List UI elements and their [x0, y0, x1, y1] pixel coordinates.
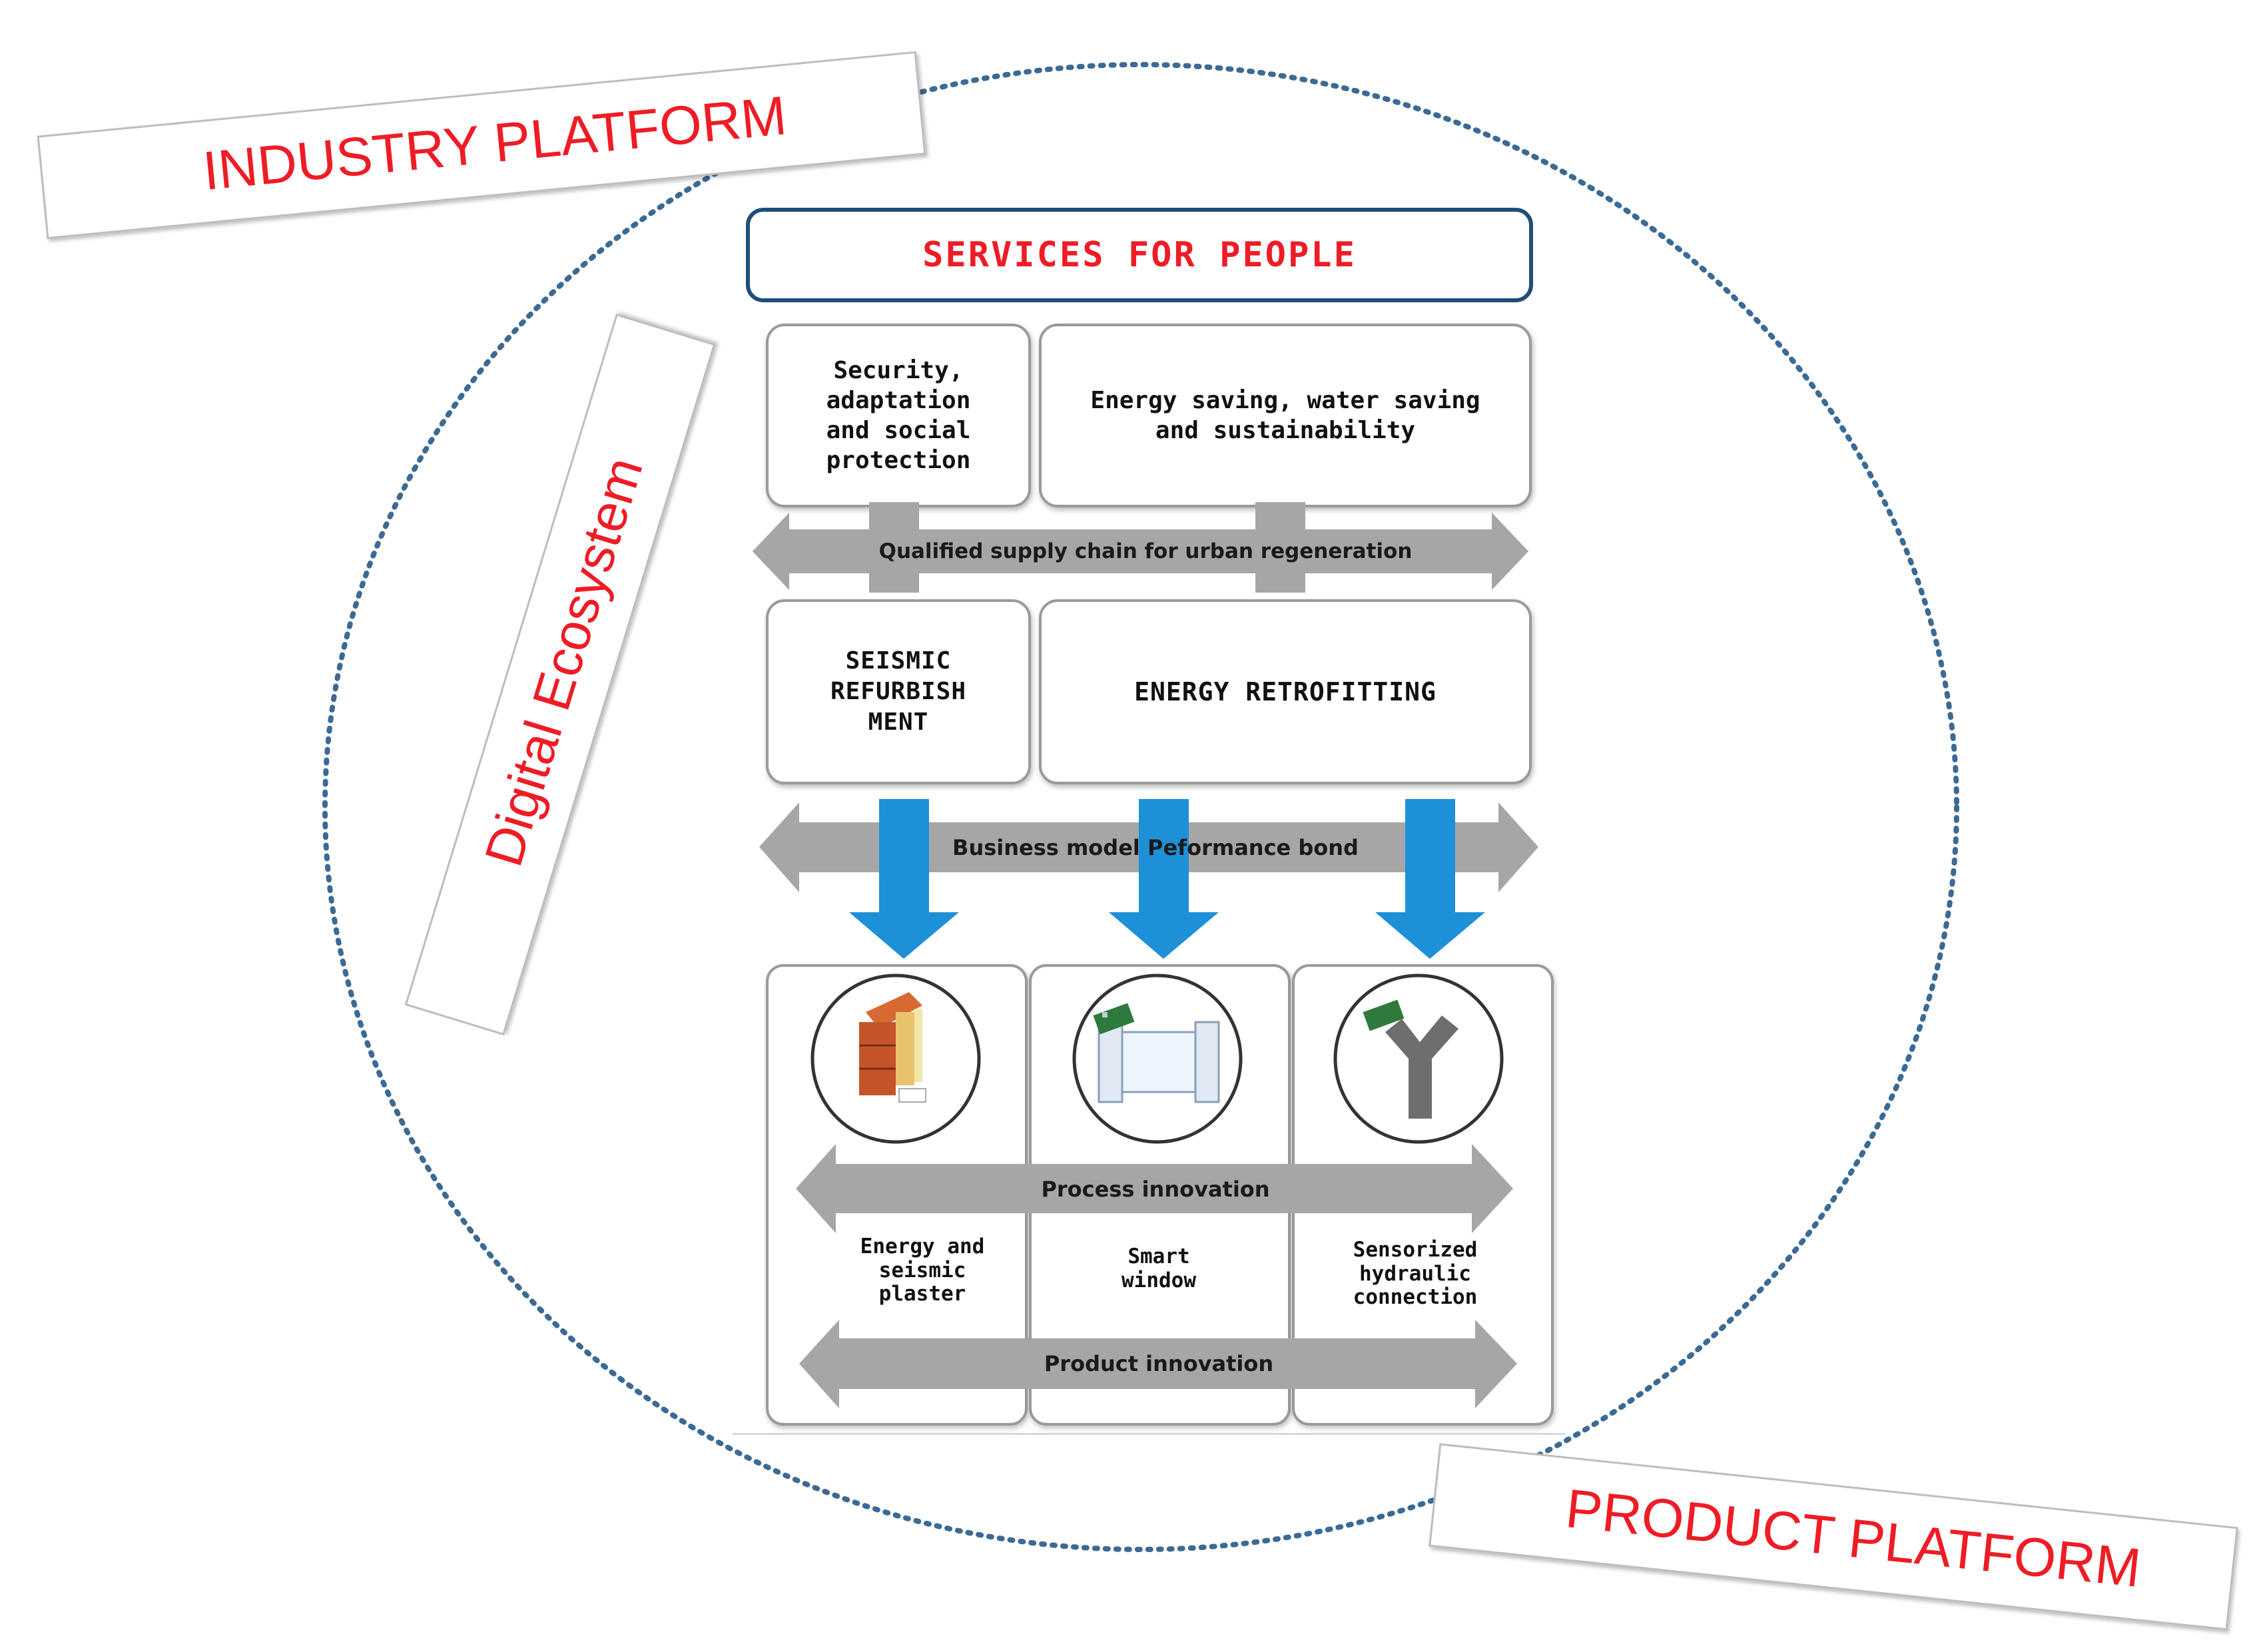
product-label-plaster: Energy and seismic plaster — [860, 1235, 985, 1306]
process-innovation-arrow — [796, 1144, 1513, 1233]
services-title: SERVICES FOR PEOPLE — [922, 235, 1357, 275]
business-model-label: Business model Peformance bond — [952, 835, 1359, 860]
hydraulic-connection-icon — [1333, 973, 1504, 1144]
energy-saving-box: Energy saving, water saving and sustaina… — [1039, 324, 1532, 507]
security-box: Security, adaptation and social protecti… — [766, 324, 1031, 507]
process-innovation-label: Process innovation — [1041, 1177, 1270, 1202]
supply-chain-label: Qualified supply chain for urban regener… — [878, 539, 1413, 563]
brick-plaster-icon — [810, 973, 981, 1144]
blue-arrow-right — [1375, 799, 1485, 959]
seismic-box: SEISMIC REFURBISH MENT — [766, 599, 1031, 784]
product-label-window: Smart window — [1122, 1244, 1196, 1292]
blue-arrow-left — [849, 799, 959, 959]
energy-saving-text: Energy saving, water saving and sustaina… — [1090, 387, 1480, 444]
product-innovation-arrow — [799, 1320, 1517, 1408]
seismic-text: SEISMIC REFURBISH MENT — [830, 647, 967, 736]
energy-retrofitting-box: ENERGY RETROFITTING — [1039, 599, 1532, 784]
services-title-box: SERVICES FOR PEOPLE — [746, 208, 1533, 302]
product-label-hydraulic: Sensorized hydraulic connection — [1353, 1238, 1478, 1310]
security-text: Security, adaptation and social protecti… — [826, 357, 971, 474]
product-innovation-label: Product innovation — [1044, 1351, 1274, 1376]
energy-retrofitting-text: ENERGY RETROFITTING — [1134, 677, 1437, 706]
baseline-divider — [733, 1433, 1565, 1435]
blue-arrow-middle — [1109, 799, 1219, 959]
smart-window-icon — [1072, 973, 1243, 1144]
